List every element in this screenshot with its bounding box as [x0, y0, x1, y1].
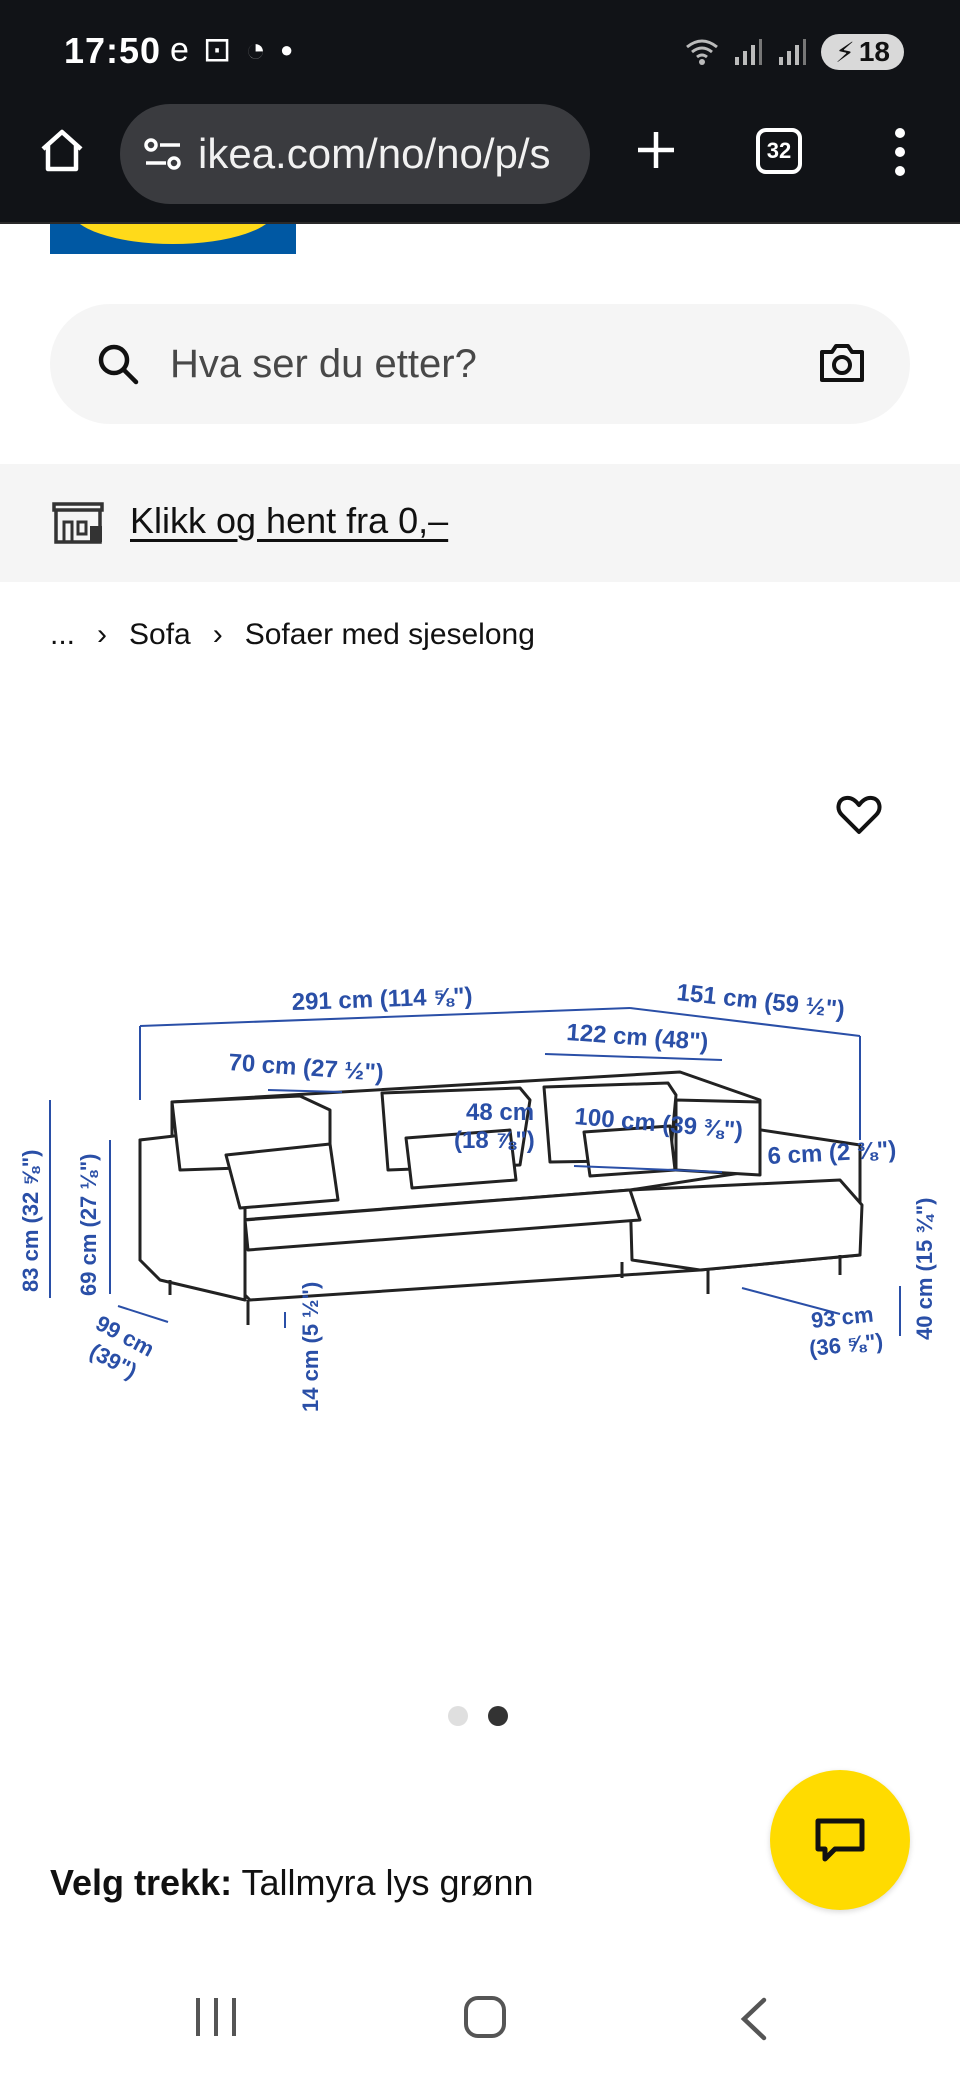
- breadcrumb-ellipsis[interactable]: ...: [50, 618, 76, 651]
- carousel-dot-2[interactable]: [488, 1706, 508, 1726]
- carousel-indicator: [448, 1706, 508, 1726]
- chevron-right-icon: ›: [212, 618, 223, 651]
- recent-bar: [196, 1998, 200, 2036]
- android-navigation-bar: [0, 1960, 960, 2080]
- menu-dot: [895, 166, 905, 176]
- camera-search-icon[interactable]: [818, 340, 866, 384]
- wifi-icon: [686, 39, 719, 65]
- click-collect-link[interactable]: Klikk og hent fra 0,–: [130, 500, 449, 541]
- product-dimension-image[interactable]: 291 cm (114 ⅝") 151 cm (59 ½") 122 cm (4…: [0, 700, 960, 1680]
- search-icon[interactable]: [96, 342, 140, 386]
- sofa-drawing: [138, 1070, 864, 1325]
- status-time: 17:50: [64, 30, 162, 71]
- breadcrumb-chaise-sofas[interactable]: Sofaer med sjeselong: [244, 618, 535, 651]
- menu-dot: [895, 147, 905, 157]
- dim-height-total: 83 cm (32 ⅝"): [18, 1149, 43, 1292]
- dimension-lines: [49, 1007, 901, 1336]
- screenshot-notification-icon: ⊡: [202, 31, 232, 69]
- status-bar: 17:50 e ⊡ ◔ ● ⚡ 18: [0, 0, 960, 100]
- signal-icon-2: [779, 39, 807, 65]
- tab-switcher-button[interactable]: 32: [756, 128, 802, 174]
- home-icon: [41, 129, 83, 172]
- breadcrumb-sofa[interactable]: Sofa: [129, 618, 191, 651]
- dim-total-width: 291 cm (114 ⅝"): [291, 983, 473, 1016]
- cover-value: Tallmyra lys grønn: [241, 1862, 534, 1903]
- cover-label: Velg trekk:: [50, 1862, 233, 1903]
- dim-seat-width: 70 cm (27 ½"): [228, 1049, 385, 1087]
- signal-icon: [735, 39, 763, 65]
- carousel-dot-1[interactable]: [448, 1706, 468, 1726]
- edge-notification-icon: e: [170, 30, 189, 69]
- back-icon[interactable]: [736, 1996, 772, 2042]
- recent-apps-button[interactable]: [196, 1998, 236, 2036]
- system-icons: ⚡ 18: [685, 34, 904, 70]
- charging-icon: ⚡: [835, 36, 855, 68]
- breadcrumb: ... › Sofa › Sofaer med sjeselong: [50, 618, 535, 652]
- dim-chaise-inner: 122 cm (48"): [566, 1019, 710, 1056]
- menu-dot: [895, 128, 905, 138]
- search-input[interactable]: [170, 334, 810, 394]
- logo-oval: [70, 224, 276, 244]
- battery-level: 18: [858, 36, 890, 67]
- recent-bar: [214, 1998, 218, 2036]
- battery-indicator: ⚡ 18: [821, 34, 904, 70]
- url-text: ikea.com/no/no/p/s: [198, 130, 551, 177]
- sync-notification-icon: ◔: [245, 30, 266, 69]
- dim-seat-depth-in: (18 ⅞"): [454, 1127, 535, 1154]
- dim-height-arm: 69 cm (27 ⅛"): [76, 1153, 101, 1296]
- home-button[interactable]: [34, 122, 90, 178]
- chevron-right-icon: ›: [97, 618, 108, 651]
- store-icon: [52, 502, 104, 544]
- browser-menu-button[interactable]: [880, 124, 920, 180]
- favourite-heart-icon[interactable]: [836, 794, 882, 836]
- dim-chaise-depth: 93 cm: [810, 1302, 875, 1333]
- home-nav-button[interactable]: [464, 1996, 506, 2038]
- dim-seat-depth: 48 cm: [466, 1099, 534, 1126]
- dim-seat-height: 40 cm (15 ¾"): [912, 1197, 937, 1340]
- site-settings-icon[interactable]: [142, 136, 184, 172]
- plus-icon: [638, 132, 674, 168]
- dim-leg-height: 14 cm (5 ½"): [298, 1282, 323, 1412]
- address-bar[interactable]: ikea.com/no/no/p/s: [120, 104, 590, 204]
- chat-icon: [815, 1818, 865, 1862]
- click-collect-banner: Klikk og hent fra 0,–: [0, 464, 960, 582]
- ikea-logo[interactable]: [50, 224, 296, 254]
- new-tab-button[interactable]: [626, 120, 686, 180]
- more-notifications-icon: ●: [279, 37, 294, 62]
- chat-button[interactable]: [770, 1770, 910, 1910]
- recent-bar: [232, 1998, 236, 2036]
- dim-arm-width: 6 cm (2 ⅜"): [767, 1136, 897, 1170]
- browser-toolbar: ikea.com/no/no/p/s 32: [0, 100, 960, 224]
- notification-icons: e ⊡ ◔ ●: [170, 30, 293, 70]
- choose-cover[interactable]: Velg trekk: Tallmyra lys grønn: [50, 1862, 534, 1904]
- search-bar: [50, 304, 910, 424]
- dim-chaise-depth-in: (36 ⅝"): [808, 1328, 884, 1361]
